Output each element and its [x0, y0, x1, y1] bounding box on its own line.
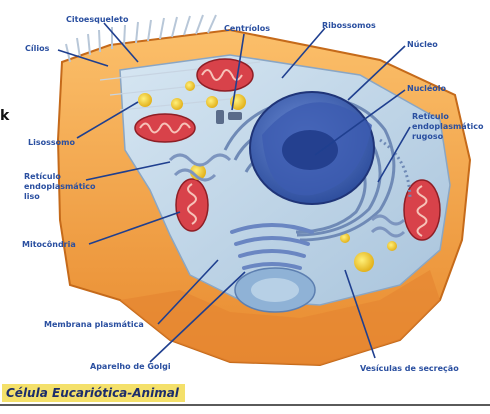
label-rough-er-line3: rugoso [412, 132, 443, 141]
figure-caption: Célula Eucariótica-Animal [2, 384, 185, 402]
nucleus [250, 92, 374, 204]
membrane-detail [235, 268, 315, 312]
label-rough-er-line2: endoplasmático [412, 122, 484, 131]
label-smooth-er-line2: endoplasmático [24, 182, 96, 191]
label-plasma-membrane: Membrana plasmática [44, 320, 144, 329]
label-smooth-er-line3: liso [24, 192, 40, 201]
label-lysosome: Lisossomo [28, 138, 75, 147]
label-secretory-vesicles: Vesículas de secreção [360, 364, 459, 373]
label-cytoskeleton: Citoesqueleto [66, 15, 128, 24]
label-cilia: Cílios [25, 44, 49, 53]
stray-character: k [0, 108, 9, 124]
label-rough-er-line1: Retículo [412, 112, 449, 121]
label-mitochondria: Mitocôndria [22, 240, 76, 249]
label-ribosomes: Ribossomos [322, 21, 376, 30]
label-centrioles: Centríolos [224, 24, 270, 33]
label-nucleolus: Nucléolo [407, 84, 446, 93]
label-nucleus: Núcleo [407, 40, 438, 49]
bottom-rule [0, 404, 490, 406]
label-golgi: Aparelho de Golgi [90, 362, 171, 371]
label-smooth-er-line1: Retículo [24, 172, 61, 181]
